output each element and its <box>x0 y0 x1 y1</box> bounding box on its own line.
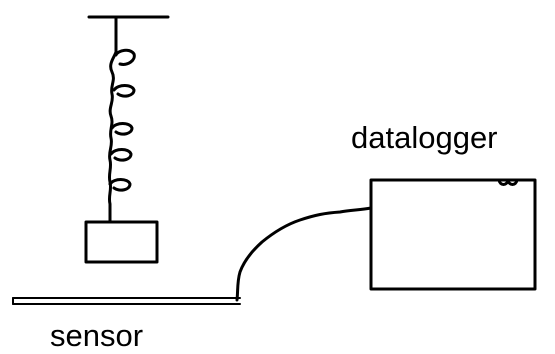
spring-loop <box>108 178 132 192</box>
datalogger-box <box>369 178 537 291</box>
spring-loop <box>114 48 136 66</box>
sensor-label: sensor <box>50 318 144 353</box>
datalogger-squiggle <box>497 178 519 186</box>
spring-loop <box>110 122 134 136</box>
datalogger-label: datalogger <box>351 120 498 155</box>
spring-loop <box>112 84 136 98</box>
hanging-mass <box>84 220 159 264</box>
spring-loop <box>109 148 133 162</box>
sensor-cable <box>235 206 373 302</box>
spring <box>107 15 118 224</box>
